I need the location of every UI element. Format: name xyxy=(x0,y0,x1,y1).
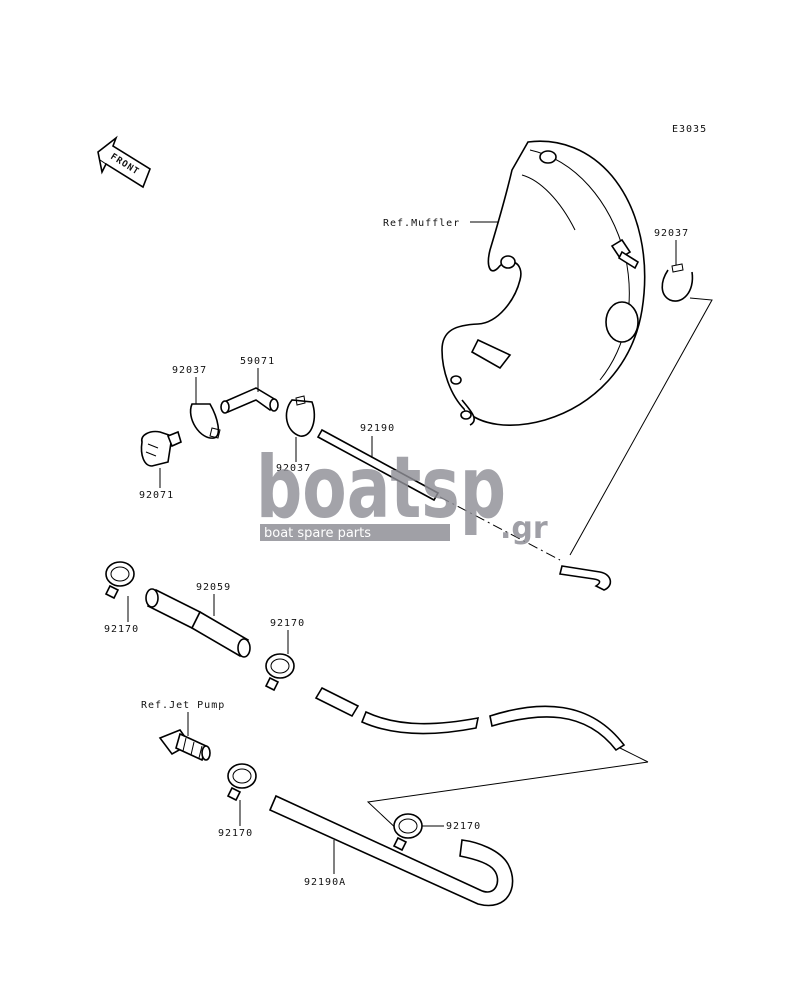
label-92170-c: 92170 xyxy=(218,828,253,839)
muffler-part xyxy=(441,140,646,426)
label-92190A: 92190A xyxy=(304,877,346,888)
watermark-logo: boatsp .gr boat spare parts xyxy=(256,438,548,546)
routing-line-lower xyxy=(366,761,649,833)
hose-middle-segments xyxy=(314,686,626,752)
label-ref-muffler: Ref.Muffler xyxy=(383,218,460,229)
diagram-code: E3035 xyxy=(672,124,707,135)
label-92170-b: 92170 xyxy=(270,618,305,629)
clamp-92170-d xyxy=(392,813,423,852)
label-92037-center: 92037 xyxy=(276,463,311,474)
clamp-92170-c xyxy=(226,763,257,802)
label-92190: 92190 xyxy=(360,423,395,434)
hose-92059 xyxy=(145,588,251,658)
jet-pump-fitting xyxy=(158,729,211,762)
watermark-brand: boatsp xyxy=(256,438,506,538)
front-arrow-icon: FRONT xyxy=(97,135,151,189)
clamp-92037-left xyxy=(189,403,221,439)
hose-92190A xyxy=(268,794,514,907)
label-92170-a: 92170 xyxy=(104,624,139,635)
label-92071: 92071 xyxy=(139,490,174,501)
label-59071: 59071 xyxy=(240,356,275,367)
clamp-92037-center xyxy=(285,395,316,437)
clamp-92170-a xyxy=(104,561,135,600)
tube-92190 xyxy=(316,428,612,591)
cap-92071 xyxy=(140,430,182,467)
label-92037-left: 92037 xyxy=(172,365,207,376)
watermark-tagline-bar xyxy=(260,524,450,541)
clamp-92170-b xyxy=(264,653,295,692)
label-92170-d: 92170 xyxy=(446,821,481,832)
routing-line-upper xyxy=(569,297,713,556)
label-92037-right: 92037 xyxy=(654,228,689,239)
label-ref-jet-pump: Ref.Jet Pump xyxy=(141,700,225,711)
pipe-59071 xyxy=(220,387,279,414)
label-92059: 92059 xyxy=(196,582,231,593)
watermark-tagline: boat spare parts xyxy=(264,526,371,541)
watermark-tld: .gr xyxy=(500,511,548,546)
clamp-92037-right xyxy=(661,263,694,302)
